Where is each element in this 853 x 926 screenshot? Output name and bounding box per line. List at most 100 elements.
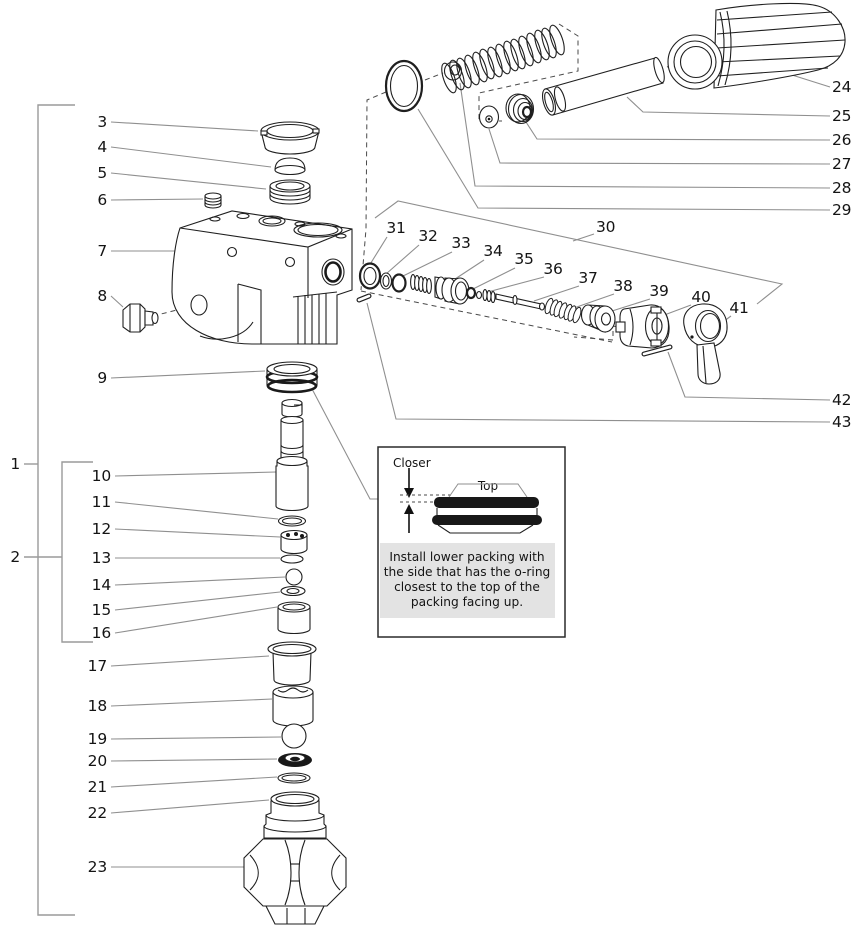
part-20-seat [278,753,312,767]
callout-2: 2 [10,548,20,566]
inset-note-line4: packing facing up. [411,595,523,609]
callout-19: 19 [88,730,107,748]
part-41-handle [683,303,728,385]
group-line-30 [374,200,784,305]
part-17-cup [267,641,317,686]
callout-35: 35 [514,250,533,268]
leader-12 [114,528,281,538]
leader-33 [400,251,453,278]
leader-4 [110,146,272,168]
part-12-cage [280,529,308,555]
callout-34: 34 [483,242,502,260]
callout-30: 30 [596,218,615,236]
callout-12: 12 [92,520,111,538]
callout-1: 1 [10,455,20,473]
packing-illustration [432,483,542,534]
leader-36 [483,276,545,294]
leader-26 [525,121,831,141]
part-7-pump-block [171,210,353,345]
part-26-packing-nut [505,93,535,125]
callout-38: 38 [613,277,632,295]
part-43-pin [356,293,372,303]
leader-31 [368,236,388,267]
leader-43 [366,302,831,423]
part-25-tube [541,56,665,116]
callout-41: 41 [729,299,748,317]
part-10-piston-rod [275,398,309,512]
part-40-valve-housing [615,304,670,349]
leader-17 [110,655,270,667]
callout-24: 24 [832,78,851,96]
callout-32: 32 [418,227,437,245]
leader-3 [110,121,259,132]
leader-19 [110,736,282,740]
callout-20: 20 [88,752,107,770]
callout-3: 3 [97,113,107,131]
part-29-oring [384,59,424,113]
callout-37: 37 [578,269,597,287]
part-36-ring [475,290,483,300]
callout-39: 39 [649,282,668,300]
leader-22 [110,799,270,814]
leader-32 [385,244,420,275]
callout-22: 22 [88,804,107,822]
callout-8: 8 [97,287,107,305]
part-35-ring [465,286,477,300]
group-bracket-2 [24,461,93,643]
leader-11 [114,501,279,520]
callout-18: 18 [88,697,107,715]
leader-9-to-inset [310,386,378,500]
leader-34 [451,259,485,282]
leader-28 [459,82,831,189]
part-3-cap [260,121,320,155]
part-8-fitting [122,303,159,333]
callout-7: 7 [97,242,107,260]
leader-8 [110,295,124,308]
part-11-oring [277,515,307,527]
callout-10: 10 [92,467,111,485]
packing-instruction-inset: Closer Top Install lower packing with th… [377,446,566,638]
leader-10 [114,471,277,477]
callout-31: 31 [386,219,405,237]
callout-labels: 1 2 3 4 5 6 7 8 9 10 11 12 13 14 15 16 1… [10,78,851,876]
inset-note-line1: Install lower packing with [389,550,544,564]
callout-14: 14 [92,576,111,594]
leader-25 [626,96,831,117]
part-33-ring [391,273,407,293]
callout-36: 36 [543,260,562,278]
leader-27 [488,128,831,165]
callout-33: 33 [451,234,470,252]
inset-note-panel [380,543,555,618]
group-bracket-1 [24,104,75,916]
leader-16 [114,606,278,634]
part-13-seal [280,554,304,564]
callout-40: 40 [691,288,710,306]
part-4-dome [274,157,306,176]
callout-29: 29 [832,201,851,219]
inset-note-line2: the side that has the o-ring [384,565,551,579]
part-9-packing [265,361,319,394]
part-24-handle-cylinder [667,2,846,90]
leader-20 [110,758,278,762]
callout-6: 6 [97,191,107,209]
callout-9: 9 [97,369,107,387]
callout-26: 26 [832,131,851,149]
part-32-oring [379,272,393,290]
callout-42: 42 [832,391,851,409]
leader-35 [472,267,516,290]
callout-28: 28 [832,179,851,197]
inset-top-label: Top [477,479,498,493]
inset-closer-label: Closer [393,456,431,470]
callout-23: 23 [88,858,107,876]
leader-6 [110,198,204,201]
leader-15 [114,591,281,611]
callout-27: 27 [832,155,851,173]
part-16-lower-cage [277,601,311,635]
part-19-ball [281,723,307,749]
callout-5: 5 [97,164,107,182]
leader-9 [110,370,266,379]
leader-5 [110,172,267,190]
callout-4: 4 [97,138,107,156]
leader-38 [570,293,615,310]
callout-11: 11 [92,493,111,511]
